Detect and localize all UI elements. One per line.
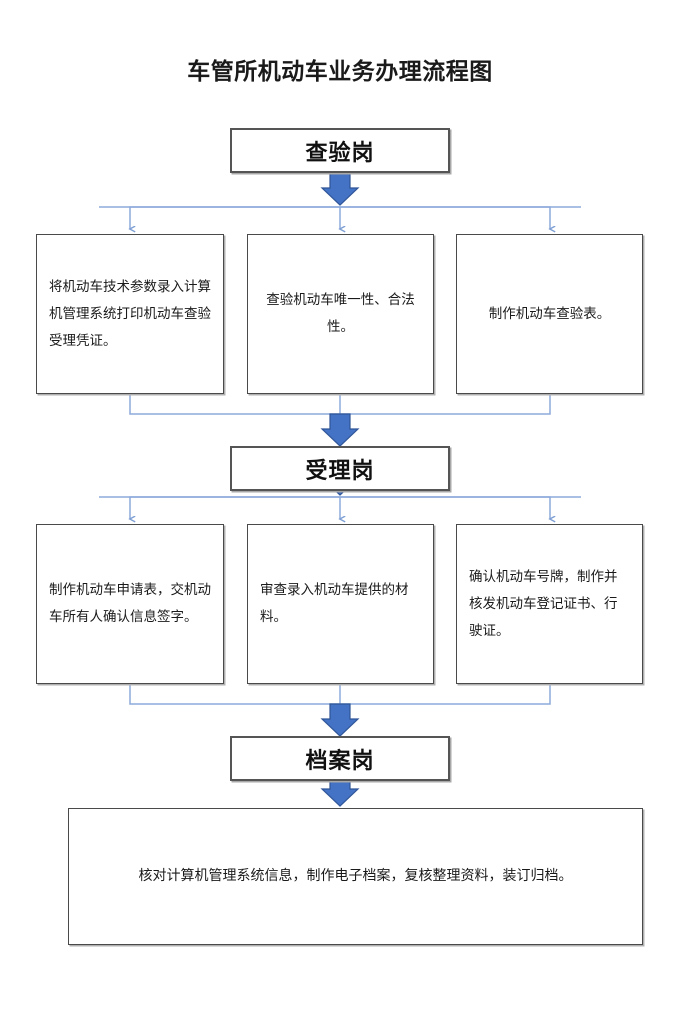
block-arrow-down-icon	[320, 172, 360, 206]
task-box-inspection-3[interactable]: 制作机动车查验表。	[456, 234, 643, 394]
block-arrow-down-icon	[320, 413, 360, 447]
task-box-inspection-2[interactable]: 查验机动车唯一性、合法性。	[247, 234, 434, 394]
task-box-acceptance-2[interactable]: 审查录入机动车提供的材料。	[247, 524, 434, 684]
task-text: 核对计算机管理系统信息，制作电子档案，复核整理资料，装订归档。	[138, 868, 573, 885]
block-arrow-down-icon	[320, 703, 360, 737]
task-text: 确认机动车号牌，制作并核发机动车登记证书、行驶证。	[469, 568, 618, 639]
stage-header-label: 受理岗	[305, 458, 375, 484]
stage-header-label: 查验岗	[305, 140, 375, 166]
task-box-inspection-1[interactable]: 将机动车技术参数录入计算机管理系统打印机动车查验受理凭证。	[36, 234, 224, 394]
task-box-acceptance-1[interactable]: 制作机动车申请表，交机动车所有人确认信息签字。	[36, 524, 224, 684]
page-title: 车管所机动车业务办理流程图	[187, 59, 493, 85]
stage-header-archive[interactable]: 档案岗	[230, 736, 450, 781]
task-text: 将机动车技术参数录入计算机管理系统打印机动车查验受理凭证。	[49, 278, 211, 349]
task-text: 查验机动车唯一性、合法性。	[266, 292, 415, 335]
task-text: 审查录入机动车提供的材料。	[260, 582, 409, 625]
task-text: 制作机动车申请表，交机动车所有人确认信息签字。	[49, 582, 211, 625]
task-box-acceptance-3[interactable]: 确认机动车号牌，制作并核发机动车登记证书、行驶证。	[456, 524, 643, 684]
task-text: 制作机动车查验表。	[488, 305, 611, 322]
stage-header-label: 档案岗	[305, 748, 375, 774]
stage-header-acceptance[interactable]: 受理岗	[230, 446, 450, 491]
stage-header-inspection[interactable]: 查验岗	[230, 128, 450, 173]
task-box-archive-1[interactable]: 核对计算机管理系统信息，制作电子档案，复核整理资料，装订归档。	[68, 808, 643, 945]
